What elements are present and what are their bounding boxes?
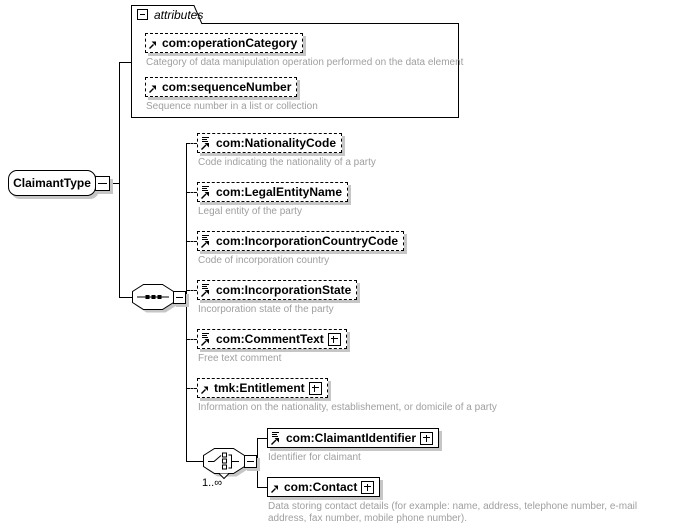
element-ref-icon — [200, 185, 212, 200]
attribute-ref-icon — [148, 81, 158, 94]
element-node-legalentityname[interactable]: com:LegalEntityName — [197, 182, 349, 202]
connector-line-dashed — [187, 339, 197, 340]
root-element-claimanttype[interactable]: ClaimantType — [8, 170, 96, 196]
element-ref-icon — [200, 382, 210, 395]
connector-line — [257, 438, 267, 439]
occurrence-label: 1..∞ — [202, 477, 223, 489]
attributes-tab — [131, 5, 203, 25]
attribute-name: com:sequenceNumber — [162, 80, 292, 94]
attribute-ref-icon — [148, 37, 158, 50]
element-ref-icon — [200, 283, 212, 298]
collapse-minus-icon[interactable] — [244, 455, 257, 468]
collapse-minus-icon[interactable] — [95, 176, 110, 191]
element-ref-icon — [270, 481, 280, 494]
connector-line — [186, 143, 187, 462]
connector-line-dashed — [187, 192, 197, 193]
connector-line-dashed — [187, 241, 197, 242]
element-name: com:IncorporationState — [216, 283, 352, 297]
element-name: com:CommentText — [216, 332, 324, 346]
element-node-incorporationcountrycode[interactable]: com:IncorporationCountryCode — [197, 231, 404, 251]
element-ref-icon — [200, 234, 212, 249]
attribute-description: Category of data manipulation operation … — [146, 57, 464, 68]
element-ref-icon — [200, 136, 212, 151]
element-description: Incorporation state of the party — [198, 304, 334, 315]
element-ref-icon — [270, 431, 282, 446]
connector-line — [257, 487, 267, 488]
element-name: tmk:Entitlement — [214, 381, 305, 395]
attribute-node-operationcategory[interactable]: com:operationCategory — [145, 33, 304, 53]
connector-line-dashed — [187, 143, 197, 144]
connector-line — [119, 62, 132, 63]
element-node-entitlement[interactable]: tmk:Entitlement — [197, 378, 328, 398]
attribute-description: Sequence number in a list or collection — [146, 101, 318, 112]
element-node-claimantidentifier[interactable]: com:ClaimantIdentifier — [267, 428, 440, 448]
connector-line — [257, 438, 258, 488]
element-description: Code indicating the nationality of a par… — [198, 157, 376, 168]
element-description: Legal entity of the party — [198, 206, 302, 217]
attribute-name: com:operationCategory — [162, 36, 298, 50]
element-description: Data storing contact details (for exampl… — [268, 501, 638, 524]
element-description: Identifier for claimant — [268, 452, 361, 463]
attributes-tab-label: attributes — [154, 8, 204, 22]
attribute-node-sequencenumber[interactable]: com:sequenceNumber — [145, 77, 298, 97]
expand-plus-icon[interactable] — [361, 480, 375, 494]
element-description: Information on the nationality, establis… — [198, 402, 497, 413]
element-node-nationalitycode[interactable]: com:NationalityCode — [197, 133, 343, 153]
choice-icon[interactable] — [203, 448, 251, 484]
element-node-incorporationstate[interactable]: com:IncorporationState — [197, 280, 358, 300]
connector-line — [119, 62, 120, 298]
collapse-minus-icon[interactable] — [137, 9, 148, 20]
connector-line-dashed — [187, 290, 197, 291]
connector-line-dashed — [187, 388, 197, 389]
element-name: com:Contact — [284, 480, 358, 494]
connector-line — [187, 461, 203, 462]
sequence-icon[interactable] — [132, 284, 180, 315]
element-description: Free text comment — [198, 353, 282, 364]
expand-plus-icon[interactable] — [327, 332, 341, 346]
connector-line — [110, 183, 119, 184]
element-name: com:IncorporationCountryCode — [216, 234, 398, 248]
element-description: Code of incorporation country — [198, 255, 330, 266]
collapse-minus-icon[interactable] — [173, 291, 186, 304]
element-name: com:LegalEntityName — [216, 185, 343, 199]
connector-line — [119, 297, 133, 298]
element-name: com:NationalityCode — [216, 136, 337, 150]
element-ref-icon — [200, 332, 212, 347]
expand-plus-icon[interactable] — [308, 381, 322, 395]
element-node-commenttext[interactable]: com:CommentText — [197, 329, 347, 349]
root-element-label: ClaimantType — [13, 176, 91, 190]
expand-plus-icon[interactable] — [420, 431, 434, 445]
element-name: com:ClaimantIdentifier — [286, 431, 417, 445]
element-node-contact[interactable]: com:Contact — [267, 477, 381, 497]
